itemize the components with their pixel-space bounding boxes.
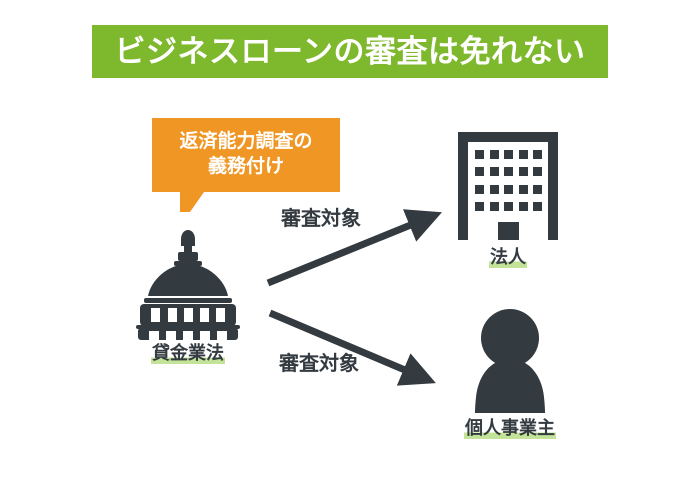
node-sole-proprietor: 個人事業主 bbox=[440, 305, 580, 439]
node-law-label: 貸金業法 bbox=[151, 343, 225, 364]
page-title: ビジネスローンの審査は免れない bbox=[114, 34, 586, 69]
callout-line-2: 義務付け bbox=[207, 156, 284, 177]
node-corporation-label: 法人 bbox=[489, 247, 527, 268]
node-corporation: 法人 bbox=[443, 130, 573, 268]
capitol-building-icon bbox=[136, 230, 240, 340]
callout-text: 返済能力調査の 義務付け bbox=[152, 118, 340, 192]
callout-line-1: 返済能力調査の bbox=[179, 131, 313, 153]
title-banner: ビジネスローンの審査は免れない bbox=[92, 25, 608, 78]
arrow-upper bbox=[266, 209, 442, 287]
callout-box: 返済能力調査の 義務付け bbox=[152, 118, 340, 212]
office-building-icon bbox=[458, 132, 558, 240]
node-sole-proprietor-label: 個人事業主 bbox=[464, 418, 556, 439]
arrow-label-upper: 審査対象 bbox=[281, 208, 361, 230]
node-law: 貸金業法 bbox=[118, 228, 258, 364]
arrow-label-lower: 審査対象 bbox=[279, 353, 359, 375]
callout-tail bbox=[180, 192, 204, 212]
person-silhouette-icon bbox=[475, 309, 545, 413]
